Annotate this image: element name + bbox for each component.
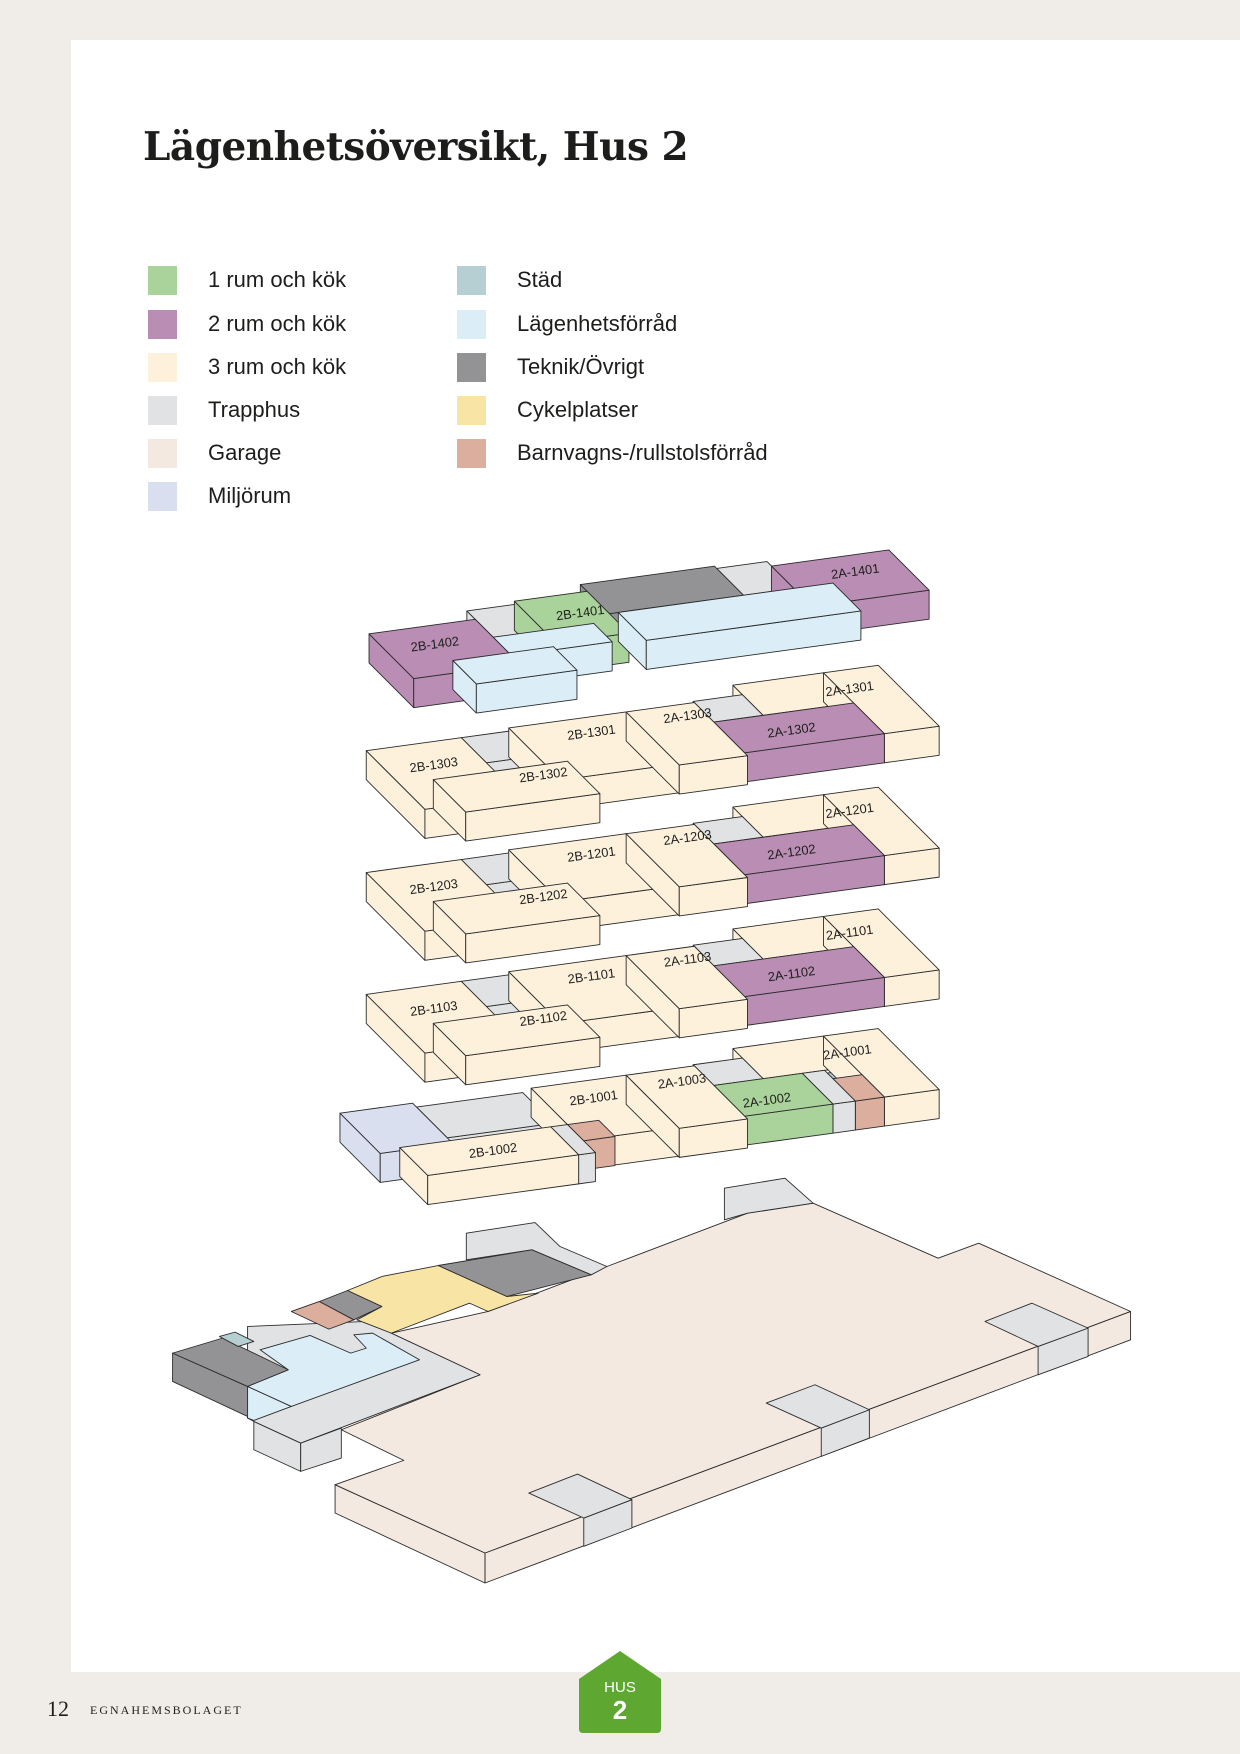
apartment-label: 2A-1303 [662, 705, 712, 726]
legend-label: Cykelplatser [517, 397, 639, 422]
legend-label: Teknik/Övrigt [517, 354, 645, 379]
apartment-label: 2A-1101 [825, 922, 874, 943]
technical-room [437, 1249, 592, 1297]
floor-12: 2B-1203 2B-1201 2B-1202 2A-1203 2A-1202 2A-12… [365, 786, 940, 964]
room-top-face [823, 1028, 940, 1098]
apartment-label: 2B-1301 [566, 722, 616, 743]
legend-label: Städ [517, 267, 563, 292]
room-top-face [617, 582, 862, 641]
legend-item-garage: Garage [148, 438, 281, 468]
apartment-label: 2B-1401 [555, 602, 605, 623]
apartment-label: 2B-1102 [519, 1008, 568, 1029]
stairwell-block [723, 1177, 814, 1221]
legend-swatch [457, 395, 486, 425]
legend-item-trapphus: Trapphus [148, 395, 300, 425]
floor-13: 2B-1303 2B-1301 2B-1302 2A-1303 2A-1302 2A-13… [365, 664, 940, 842]
apartment-label: 2B-1303 [409, 754, 459, 775]
floor-14: 2B-1402 2B-1401 2A-1401 [368, 549, 930, 714]
room-top-face [625, 823, 748, 888]
room-top-face [432, 760, 601, 813]
apartment-label: 2B-1103 [409, 998, 458, 1019]
apartment-label: 2B-1101 [567, 965, 616, 986]
legend-item-1-rum: 1 rum och kök [148, 265, 346, 295]
apartment-label: 2A-1201 [825, 800, 875, 821]
legend-label: Garage [208, 440, 282, 465]
floor-11: 2B-1103 2B-1101 2B-1102 2A-1103 2A-1102 2A-11… [365, 908, 940, 1086]
apartment-label: 2A-1103 [663, 949, 712, 970]
room-top-face [823, 908, 940, 978]
legend-item-barnvagnsforrad: Barnvagns-/rullstolsförråd [457, 438, 768, 468]
apartment-label: 2B-1001 [569, 1087, 619, 1108]
stair-core [765, 1384, 870, 1429]
legend-item-lagenhetsforrad: Lägenhetsförråd [457, 309, 677, 339]
legend-swatch [148, 309, 177, 339]
stair-core [984, 1302, 1089, 1347]
garage-floor [334, 1202, 1132, 1554]
room-top-face [399, 1126, 580, 1176]
legend-label: Lägenhetsförråd [517, 311, 678, 336]
stair-core [528, 1473, 633, 1519]
room-front-face [578, 1152, 596, 1185]
legend-swatch [148, 265, 177, 295]
garage-level [172, 1177, 1132, 1584]
legend-label: Barnvagns-/rullstolsförråd [517, 440, 768, 465]
room-top-face [823, 786, 940, 857]
room-top-face [432, 1004, 601, 1057]
apartment-label: 2B-1002 [468, 1140, 518, 1161]
bicycle-parking [347, 1265, 539, 1334]
room-top-face [625, 1065, 748, 1129]
legend-label: 3 rum och kök [208, 354, 347, 379]
apartment-label: 2B-1202 [518, 886, 568, 907]
room-front-face [832, 1100, 856, 1134]
legend-swatch [148, 352, 177, 382]
legend-label: 1 rum och kök [208, 267, 347, 292]
badge-number: 2 [612, 1695, 628, 1725]
room-front-face [854, 1096, 885, 1131]
house-shape-icon [579, 1651, 661, 1733]
floor-10: 2B-1002 2B-1001 2A-1003 2A-1002 2A-1001 [339, 1028, 940, 1205]
apartment-label: 2A-1401 [830, 561, 880, 582]
storage-area [247, 1332, 420, 1407]
legend-label: Miljörum [208, 483, 292, 508]
legend-swatch [457, 265, 486, 295]
legend-item-miljorum: Miljörum [148, 481, 291, 511]
legend-label: 2 rum och kök [208, 311, 347, 336]
legend-swatch [148, 481, 177, 511]
legend-label: Trapphus [208, 397, 301, 422]
brand-name: EGNAHEMSBOLAGET [90, 1703, 243, 1717]
room-top-face [625, 702, 748, 766]
legend-item-2-rum: 2 rum och kök [148, 309, 346, 339]
apartment-label: 2B-1302 [518, 764, 568, 785]
room-top-face [452, 646, 578, 685]
room-top-face [823, 664, 940, 735]
page-title: Lägenhetsöversikt, Hus 2 [143, 124, 689, 170]
room-top-face [432, 882, 601, 935]
legend-swatch [457, 352, 486, 382]
apartment-label: 2A-1203 [662, 827, 712, 848]
apartment-label: 2A-1003 [657, 1070, 707, 1091]
apartment-label: 2A-1002 [742, 1089, 792, 1110]
legend-swatch [457, 309, 486, 339]
cleaning-room [219, 1331, 255, 1347]
legend-item-cykelplatser: Cykelplatser [457, 395, 638, 425]
apartment-label: 2B-1201 [566, 843, 616, 864]
legend-item-stad: Städ [457, 265, 562, 295]
apartment-label: 2A-1102 [767, 963, 816, 984]
technical-room [172, 1337, 289, 1387]
legend-swatch [148, 438, 177, 468]
apartment-label: 2B-1402 [410, 633, 460, 654]
legend-swatch [457, 438, 486, 468]
badge-label: HUS [604, 1679, 636, 1696]
legend-item-teknik: Teknik/Övrigt [457, 352, 644, 382]
legend-swatch [148, 395, 177, 425]
apartment-label: 2B-1203 [409, 876, 459, 897]
page-number: 12 [47, 1696, 69, 1721]
house-badge: HUS 2 [579, 1651, 661, 1733]
room-top-face [625, 945, 748, 1010]
apartment-label: 2A-1301 [825, 678, 875, 699]
legend-item-3-rum: 3 rum och kök [148, 352, 346, 382]
apartment-label: 2A-1001 [822, 1041, 872, 1062]
apartment-label: 2A-1202 [766, 841, 816, 862]
apartment-label: 2A-1302 [766, 719, 816, 740]
